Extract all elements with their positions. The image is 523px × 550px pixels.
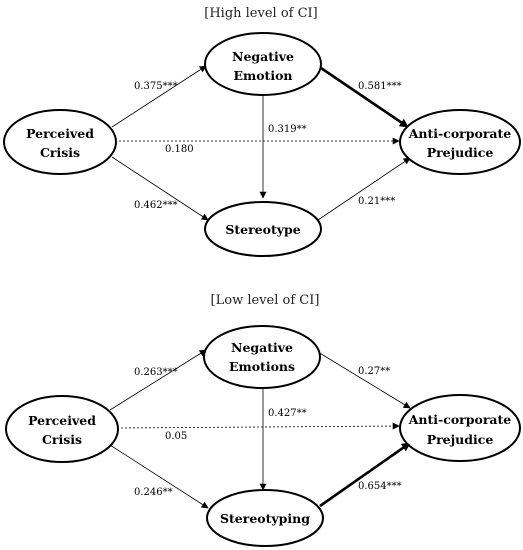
node-label: Negative	[231, 340, 293, 355]
panel-title: [Low level of CI]	[211, 293, 320, 308]
node-label: Crisis	[42, 432, 82, 447]
path-perceived-to-prejudice	[120, 422, 400, 430]
node-label: Prejudice	[427, 432, 494, 447]
node-perceived-crisis: Perceived Crisis	[5, 395, 119, 463]
coef-perceived-prejudice: 0.05	[165, 431, 187, 442]
coef-perceived-stereotype: 0.462***	[134, 200, 178, 211]
path-perceived-to-emotion	[111, 65, 207, 128]
path-stereotype-to-prejudice	[317, 157, 411, 221]
node-label: Stereotyping	[220, 511, 310, 526]
path-perceived-to-emotion	[109, 349, 207, 411]
node-label: Emotion	[233, 68, 292, 83]
node-label: Perceived	[28, 413, 96, 428]
node-perceived-crisis: Perceived Crisis	[3, 109, 117, 175]
node-negative-emotion: Negative Emotion	[204, 32, 322, 96]
node-label: Anti-corporate	[408, 412, 512, 427]
panel-title: [High level of CI]	[204, 6, 318, 21]
coef-perceived-stereotyping: 0.246**	[134, 487, 173, 498]
coef-stereotype-prejudice: 0.21***	[358, 196, 395, 207]
coef-emotion-prejudice: 0.581***	[358, 81, 402, 92]
coef-stereotyping-prejudice: 0.654***	[358, 481, 402, 492]
panel-low: [Low level of CI] Perceived Crisis Negat…	[5, 293, 521, 547]
coef-perceived-prejudice: 0.180	[165, 144, 194, 155]
node-stereotype: Stereotype	[204, 201, 322, 257]
node-label: Stereotype	[225, 222, 300, 237]
node-anti-corporate-prejudice: Anti-corporate Prejudice	[399, 109, 521, 175]
node-label: Prejudice	[427, 145, 494, 160]
node-label: Crisis	[40, 145, 80, 160]
coef-emotions-prejudice: 0.27**	[358, 366, 390, 377]
node-anti-corporate-prejudice: Anti-corporate Prejudice	[399, 394, 521, 462]
path-perceived-to-stereotyping	[109, 444, 209, 509]
node-stereotyping: Stereotyping	[206, 489, 324, 547]
node-label: Emotions	[229, 359, 295, 374]
node-label: Perceived	[26, 126, 94, 141]
node-negative-emotions: Negative Emotions	[203, 325, 321, 389]
panel-high: [High level of CI] Perceived Crisis Nega…	[3, 6, 521, 257]
coef-perceived-emotion: 0.375***	[134, 81, 178, 92]
node-label: Negative	[232, 49, 294, 64]
path-stereotyping-to-prejudice	[319, 441, 411, 508]
coef-perceived-emotions: 0.263***	[134, 367, 178, 378]
coef-emotion-stereotype: 0.319**	[268, 124, 307, 135]
coef-emotions-stereotyping: 0.427**	[268, 408, 307, 419]
path-emotion-to-prejudice	[317, 351, 411, 409]
path-perceived-to-stereotype	[111, 156, 209, 221]
path-emotion-to-prejudice	[317, 64, 409, 129]
node-label: Anti-corporate	[408, 126, 512, 141]
